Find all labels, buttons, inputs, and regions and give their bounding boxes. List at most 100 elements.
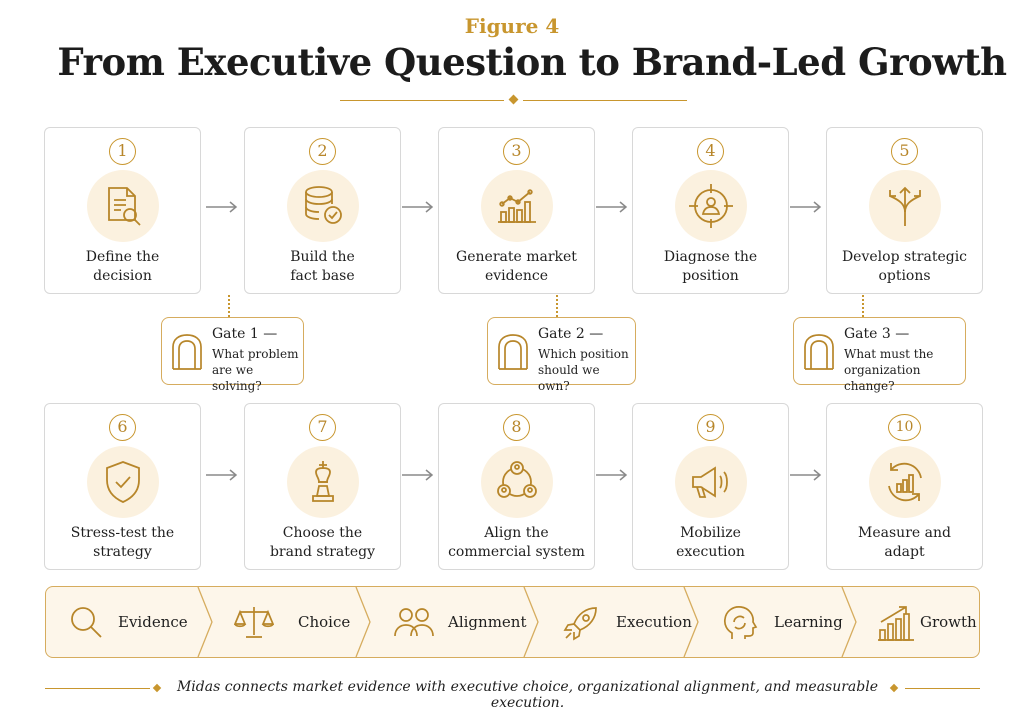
step-icon-bg [87, 170, 159, 242]
archway-icon [498, 334, 528, 370]
step-card-5: 5 Develop strategic options [826, 127, 983, 294]
step-number: 10 [888, 414, 921, 441]
step-number: 5 [891, 138, 918, 165]
cycle-chart-icon [888, 462, 922, 502]
document-search-icon [108, 187, 141, 226]
step-label: Mobilize execution [676, 525, 745, 560]
step-icon-bg [481, 446, 553, 518]
flow-arrow-icon [206, 469, 238, 481]
target-person-icon [689, 184, 733, 228]
band-item-execution: Execution [540, 587, 692, 657]
step-icon-bg [675, 170, 747, 242]
figure-eyebrow: Figure 4 [464, 14, 560, 38]
step-label: Develop strategic options [841, 249, 968, 284]
chevron-divider [355, 587, 371, 657]
step-number: 8 [503, 414, 530, 441]
step-icon-bg [869, 446, 941, 518]
footer-diamond-left [152, 683, 162, 693]
step-card-3: 3 Generate market evidence [438, 127, 595, 294]
title-rule-left [340, 100, 504, 101]
title-rule-right [523, 100, 687, 101]
flow-arrow-icon [790, 469, 822, 481]
step-card-8: 8 Align the commercial system [438, 403, 595, 570]
gate-2: Gate 2 — Which position should we own? [487, 317, 636, 393]
step-icon-bg [481, 170, 553, 242]
step-label: Generate market evidence [456, 249, 577, 284]
gate-3: Gate 3 — What must the organization chan… [793, 317, 966, 393]
band-label: Alignment [448, 613, 527, 631]
step-number: 7 [309, 414, 336, 441]
chart-trend-icon [498, 189, 536, 223]
chevron-divider [683, 587, 699, 657]
page-title: From Executive Question to Brand-Led Gro… [57, 40, 1007, 84]
step-icon-bg [675, 446, 747, 518]
gate-question: What problem are we solving? [212, 347, 299, 393]
step-number: 6 [109, 414, 136, 441]
band-label: Evidence [118, 613, 188, 631]
gate-question: Which position should we own? [538, 347, 629, 393]
footer-rule-right [905, 688, 980, 689]
principles-band: Evidence Choice Alignment Execution Lear… [45, 586, 980, 658]
magnifier-icon [71, 607, 102, 638]
title-diamond [508, 94, 519, 105]
step-label: Build the fact base [290, 249, 355, 284]
footer-diamond-right [889, 683, 899, 693]
chevron-divider [841, 587, 857, 657]
archway-icon [172, 334, 202, 370]
footer-caption: Midas connects market evidence with exec… [176, 679, 879, 711]
network-people-icon [497, 461, 537, 498]
band-label: Choice [298, 613, 351, 631]
band-item-alignment: Alignment [372, 587, 526, 657]
step-icon-bg [87, 446, 159, 518]
gate-title: Gate 3 — [844, 326, 910, 342]
gate-connector [862, 295, 864, 317]
diverging-arrows-icon [889, 186, 921, 226]
growth-chart-icon [878, 606, 914, 641]
step-label: Diagnose the position [663, 249, 758, 284]
shield-check-icon [106, 461, 140, 503]
band-label: Learning [774, 613, 843, 631]
step-card-9: 9 Mobilize execution [632, 403, 789, 570]
gate-connector [556, 295, 558, 317]
band-label: Growth [920, 613, 977, 631]
gate-title: Gate 2 — [538, 326, 604, 342]
chess-king-icon [312, 461, 334, 502]
flow-arrow-icon [596, 201, 628, 213]
chevron-divider [197, 587, 213, 657]
step-number: 1 [109, 138, 136, 165]
gate-1: Gate 1 — What problem are we solving? [161, 317, 304, 393]
step-card-2: 2 Build the fact base [244, 127, 401, 294]
step-card-7: 7 Choose the brand strategy [244, 403, 401, 570]
scales-icon [234, 607, 274, 638]
gate-question: What must the organization change? [844, 347, 934, 393]
band-item-learning: Learning [700, 587, 843, 657]
step-card-1: 1 Define the decision [44, 127, 201, 294]
people-icon [394, 608, 434, 637]
step-icon-bg [869, 170, 941, 242]
band-item-choice: Choice [214, 587, 354, 657]
step-number: 2 [309, 138, 336, 165]
chevron-divider [523, 587, 539, 657]
step-number: 4 [697, 138, 724, 165]
step-number: 3 [503, 138, 530, 165]
step-label: Choose the brand strategy [269, 525, 376, 560]
head-cycle-icon [723, 606, 758, 639]
flow-arrow-icon [596, 469, 628, 481]
step-card-10: 10 Measure and adapt [826, 403, 983, 570]
archway-icon [804, 334, 834, 370]
step-icon-bg [287, 446, 359, 518]
step-card-4: 4 Diagnose the position [632, 127, 789, 294]
megaphone-icon [692, 466, 728, 498]
flow-arrow-icon [790, 201, 822, 213]
rocket-icon [563, 607, 597, 641]
flow-arrow-icon [206, 201, 238, 213]
flow-arrow-icon [402, 469, 434, 481]
footer-rule-left [45, 688, 150, 689]
band-label: Execution [616, 613, 692, 631]
gate-connector [228, 295, 230, 317]
band-item-evidence: Evidence [46, 587, 196, 657]
step-label: Measure and adapt [858, 525, 951, 560]
flow-arrow-icon [402, 201, 434, 213]
gate-title: Gate 1 — [212, 326, 278, 342]
step-label: Define the decision [85, 249, 160, 284]
